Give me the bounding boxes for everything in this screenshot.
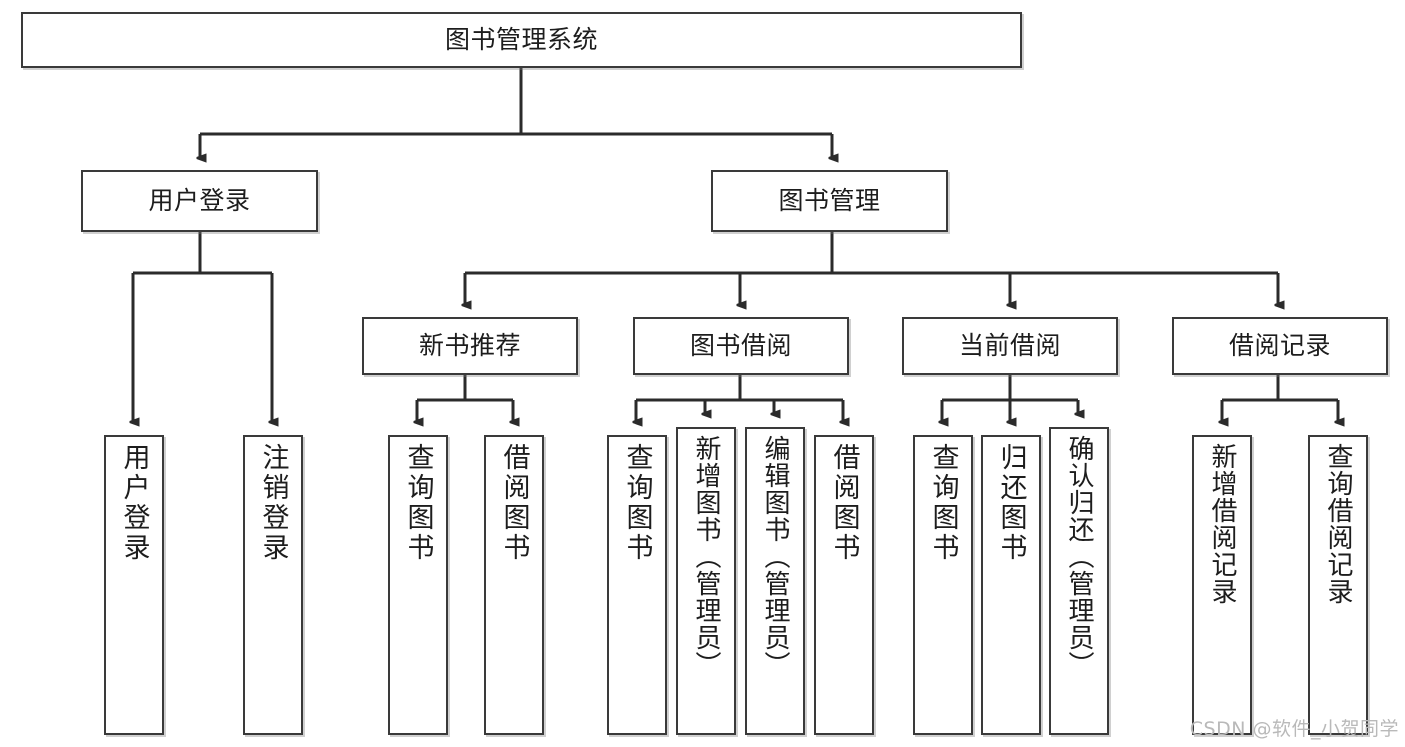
node-leaf-query-borrow-record[interactable]: 查询借阅记录	[1308, 435, 1368, 735]
node-label: 图书管理	[778, 185, 881, 215]
node-label: 查询图书	[621, 443, 653, 563]
node-label: 查询图书	[927, 443, 959, 563]
node-label: 编辑图书（管理员）	[760, 435, 790, 678]
node-leaf-logout-login[interactable]: 注销登录	[243, 435, 303, 735]
node-leaf-edit-book-admin[interactable]: 编辑图书（管理员）	[745, 427, 805, 735]
node-book-management[interactable]: 图书管理	[711, 170, 948, 232]
node-leaf-user-login[interactable]: 用户登录	[104, 435, 164, 735]
node-borrow-record[interactable]: 借阅记录	[1172, 317, 1388, 375]
node-leaf-borrow-book-1[interactable]: 借阅图书	[484, 435, 544, 735]
node-root-book-management-system[interactable]: 图书管理系统	[21, 12, 1022, 68]
node-current-borrow[interactable]: 当前借阅	[902, 317, 1118, 375]
node-leaf-borrow-book-2[interactable]: 借阅图书	[814, 435, 874, 735]
node-leaf-confirm-return-admin[interactable]: 确认归还（管理员）	[1049, 427, 1109, 735]
node-label: 当前借阅	[958, 330, 1061, 360]
node-leaf-query-book-1[interactable]: 查询图书	[388, 435, 448, 735]
node-label: 查询图书	[402, 443, 434, 563]
node-label: 查询借阅记录	[1323, 443, 1353, 605]
node-leaf-query-book-2[interactable]: 查询图书	[607, 435, 667, 735]
node-label: 借阅图书	[498, 443, 530, 563]
node-leaf-add-borrow-record[interactable]: 新增借阅记录	[1192, 435, 1252, 735]
node-leaf-query-book-3[interactable]: 查询图书	[913, 435, 973, 735]
node-label: 归还图书	[995, 443, 1027, 563]
node-new-book-recommend[interactable]: 新书推荐	[362, 317, 578, 375]
node-label: 图书管理系统	[444, 24, 598, 54]
node-label: 借阅图书	[828, 443, 860, 563]
node-label: 新书推荐	[418, 330, 521, 360]
node-leaf-add-book-admin[interactable]: 新增图书（管理员）	[676, 427, 736, 735]
node-label: 新增借阅记录	[1207, 443, 1237, 605]
node-label: 用户登录	[148, 185, 251, 215]
node-label: 借阅记录	[1228, 330, 1331, 360]
node-label: 图书借阅	[689, 330, 792, 360]
node-label: 新增图书（管理员）	[691, 435, 721, 678]
node-label: 注销登录	[257, 443, 289, 563]
csdn-watermark: CSDN @软件_小贺同学	[1189, 718, 1399, 740]
node-user-login[interactable]: 用户登录	[81, 170, 318, 232]
node-leaf-return-book[interactable]: 归还图书	[981, 435, 1041, 735]
node-label: 用户登录	[118, 443, 150, 563]
node-book-borrow[interactable]: 图书借阅	[633, 317, 849, 375]
node-label: 确认归还（管理员）	[1064, 435, 1094, 678]
